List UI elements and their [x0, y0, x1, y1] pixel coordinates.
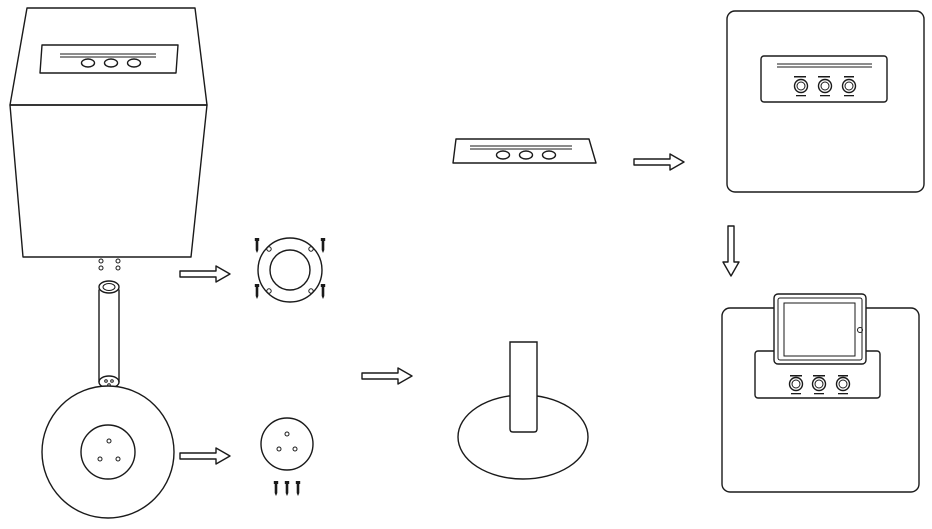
- arrow-down-to-docked: [722, 225, 740, 277]
- panel-button: [495, 150, 511, 160]
- cube-speaker: [9, 7, 208, 258]
- base-plate: [260, 417, 314, 496]
- flange-screw: [320, 238, 326, 253]
- panel-button: [541, 150, 557, 160]
- flange-screw: [254, 238, 260, 253]
- tablet-device: [773, 293, 867, 365]
- cube-front-face: [9, 104, 208, 258]
- assembled-stand: [457, 341, 589, 480]
- docked-button: [788, 376, 804, 392]
- front-button: [841, 78, 857, 94]
- docked-button: [835, 376, 851, 392]
- front-button: [793, 78, 809, 94]
- control-panel: [452, 138, 597, 164]
- arrow-to-front-view: [633, 153, 685, 171]
- cube-button: [126, 58, 142, 68]
- arrow-to-assembled-stand: [361, 367, 413, 385]
- front-button: [817, 78, 833, 94]
- flange-screw: [320, 284, 326, 299]
- round-base: [41, 385, 175, 519]
- arrow-to-base-plate: [179, 447, 231, 465]
- panel-button: [518, 150, 534, 160]
- docked-view: [721, 293, 920, 493]
- front-view: [726, 10, 925, 193]
- cube-button: [103, 58, 119, 68]
- cube-button: [80, 58, 96, 68]
- docked-button: [811, 376, 827, 392]
- tablet-home-button-icon: [857, 327, 863, 333]
- base-screw: [273, 481, 279, 496]
- base-screw: [295, 481, 301, 496]
- arrow-to-flange: [179, 265, 231, 283]
- mounting-flange: [254, 237, 326, 303]
- flange-screw: [254, 284, 260, 299]
- base-screw: [284, 481, 290, 496]
- stand-pole: [98, 280, 120, 389]
- speaker-bottom: [98, 258, 121, 271]
- cube-control-panel: [39, 44, 179, 74]
